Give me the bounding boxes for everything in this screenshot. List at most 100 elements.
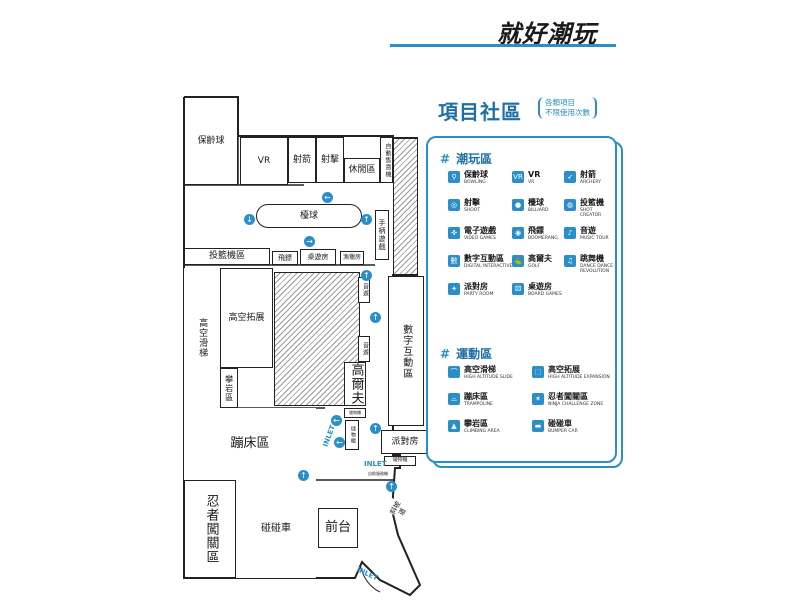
legend-subtitle-line-2: 不限使用次數 [545, 108, 590, 118]
direction-arrow-icon: ↑ [370, 423, 381, 434]
legend-item-name: 音遊 [580, 226, 596, 235]
legend-item-name: 攀岩區 [464, 419, 488, 428]
legend-item-name: 飛鏢 [528, 226, 544, 235]
expansion-icon: ⬚ [532, 366, 544, 378]
legend-item-english: BOWLING [464, 179, 486, 185]
legend-subtitle: 各類項目 不限使用次數 [538, 97, 597, 120]
hatched-aisle-right [393, 138, 418, 275]
legend-item-english: VR [528, 179, 535, 185]
legend-item-name: 射箭 [580, 170, 596, 179]
digital-icon: 數 [448, 255, 460, 267]
legend-item-name: 派對房 [464, 282, 488, 291]
legend-item-english: ARCHERY [580, 179, 601, 185]
billiard-icon: ● [512, 199, 524, 211]
room-board-games: 桌遊房 [300, 249, 336, 265]
bumper-car-icon: ▬ [532, 420, 544, 432]
room-lounge: 休閒區 [344, 158, 380, 183]
legend-item-english: DIGITAL INTERACTIVE [464, 263, 513, 269]
brand-underline [390, 44, 616, 47]
legend-item-english: HIGH ALTITUDE EXPANSION [548, 374, 610, 380]
archery-icon: ➶ [564, 171, 576, 183]
legend-item-english: PARTY ROOM [464, 291, 494, 297]
room-boomerang: 飛鏢 [272, 251, 298, 265]
legend-item-name: 投籃機 [580, 198, 604, 207]
legend-item-name: 高空滑梯 [464, 365, 496, 374]
dart-icon: ◉ [512, 227, 524, 239]
room-shoot: 射擊 [316, 137, 344, 183]
legend-item-name: 電子遊戲 [464, 226, 496, 235]
ninja-icon: ✶ [532, 393, 544, 405]
room-golf: 高爾夫 [344, 362, 366, 406]
direction-arrow-icon: → [304, 236, 315, 247]
room-self-service: 自助服務機 [366, 470, 390, 478]
direction-arrow-icon: ← [331, 415, 342, 426]
room-climbing: 攀岩區 [220, 368, 238, 408]
room-high-expansion: 高空拓展 [220, 268, 273, 368]
direction-arrow-icon: ↑ [298, 470, 309, 481]
climbing-icon: ▲ [448, 420, 460, 432]
legend-item-name: 桌遊房 [528, 282, 552, 291]
legend-item-english: GOLF [528, 263, 541, 269]
room-trampoline: 蹦床區 [184, 408, 316, 480]
direction-arrow-icon: ↑ [386, 481, 397, 492]
legend-item-english: MUSIC TOUR [580, 235, 609, 241]
room-storage-1: 儲物櫃 [344, 408, 366, 418]
brand-logo: 就好潮玩 [497, 20, 597, 48]
legend-item-english: BUMPER CAR [548, 428, 578, 434]
slide-icon: ⌒ [448, 366, 460, 378]
direction-arrow-icon: ↑ [361, 270, 372, 281]
room-auto-sales: 自動售賣機 [380, 137, 393, 183]
room-dance: 音遊 [358, 336, 370, 362]
legend-item-name: 高空拓展 [548, 365, 580, 374]
floor-plan: 保齡球 VR 射箭 射擊 休閒區 自動售賣機 檯球 手柄遊戲 投籃機區 飛鏢 桌… [183, 96, 429, 597]
inlet-label: INLET [364, 460, 387, 468]
legend-item-english: SHOT CREATOR [580, 207, 602, 219]
legend-item-name: 蹦床區 [464, 392, 488, 401]
room-high-slide: 高空滑梯 [184, 268, 220, 408]
hash-icon: # [440, 347, 451, 361]
room-ninja: 忍者闖關區 [184, 480, 236, 578]
room-vr: VR [240, 137, 288, 185]
direction-arrow-icon: ← [322, 192, 333, 203]
legend-item-name: VR [528, 170, 541, 179]
direction-arrow-icon: ↑ [370, 312, 381, 323]
legend-item-english: CLIMBING AREA [464, 428, 500, 434]
sport-zone-heading: # 運動區 [440, 345, 492, 362]
vr-icon: VR [512, 171, 524, 183]
room-storage-3: 儲物櫃 [384, 456, 416, 466]
shoot-icon: ◎ [448, 199, 460, 211]
legend-subtitle-line-1: 各類項目 [545, 98, 575, 107]
legend-item-english: TRAMPOLINE [464, 401, 493, 407]
direction-arrow-icon: ← [334, 437, 345, 448]
legend-item-name: 跳舞機 [580, 254, 604, 263]
legend-item-name: 高爾夫 [528, 254, 552, 263]
sport-zone-heading-text: 運動區 [456, 347, 493, 361]
direction-arrow-icon: ↓ [244, 214, 255, 225]
legend-item-english: SHOOT [464, 207, 481, 213]
music-icon: ♪ [564, 227, 576, 239]
legend-item-name: 保齡球 [464, 170, 488, 179]
legend-item-english: VIDEO GAMES [464, 235, 496, 241]
room-bowling: 保齡球 [184, 97, 238, 185]
play-zone-heading: #潮玩區 [440, 150, 492, 167]
legend-item-english: HIGH ALTITUDE SLIDE [464, 374, 513, 380]
legend-item-english: DANCE DANCE REVOLUTION [580, 263, 614, 275]
room-music-top: 音遊 [358, 277, 370, 303]
room-handheld: 手柄遊戲 [375, 210, 389, 260]
